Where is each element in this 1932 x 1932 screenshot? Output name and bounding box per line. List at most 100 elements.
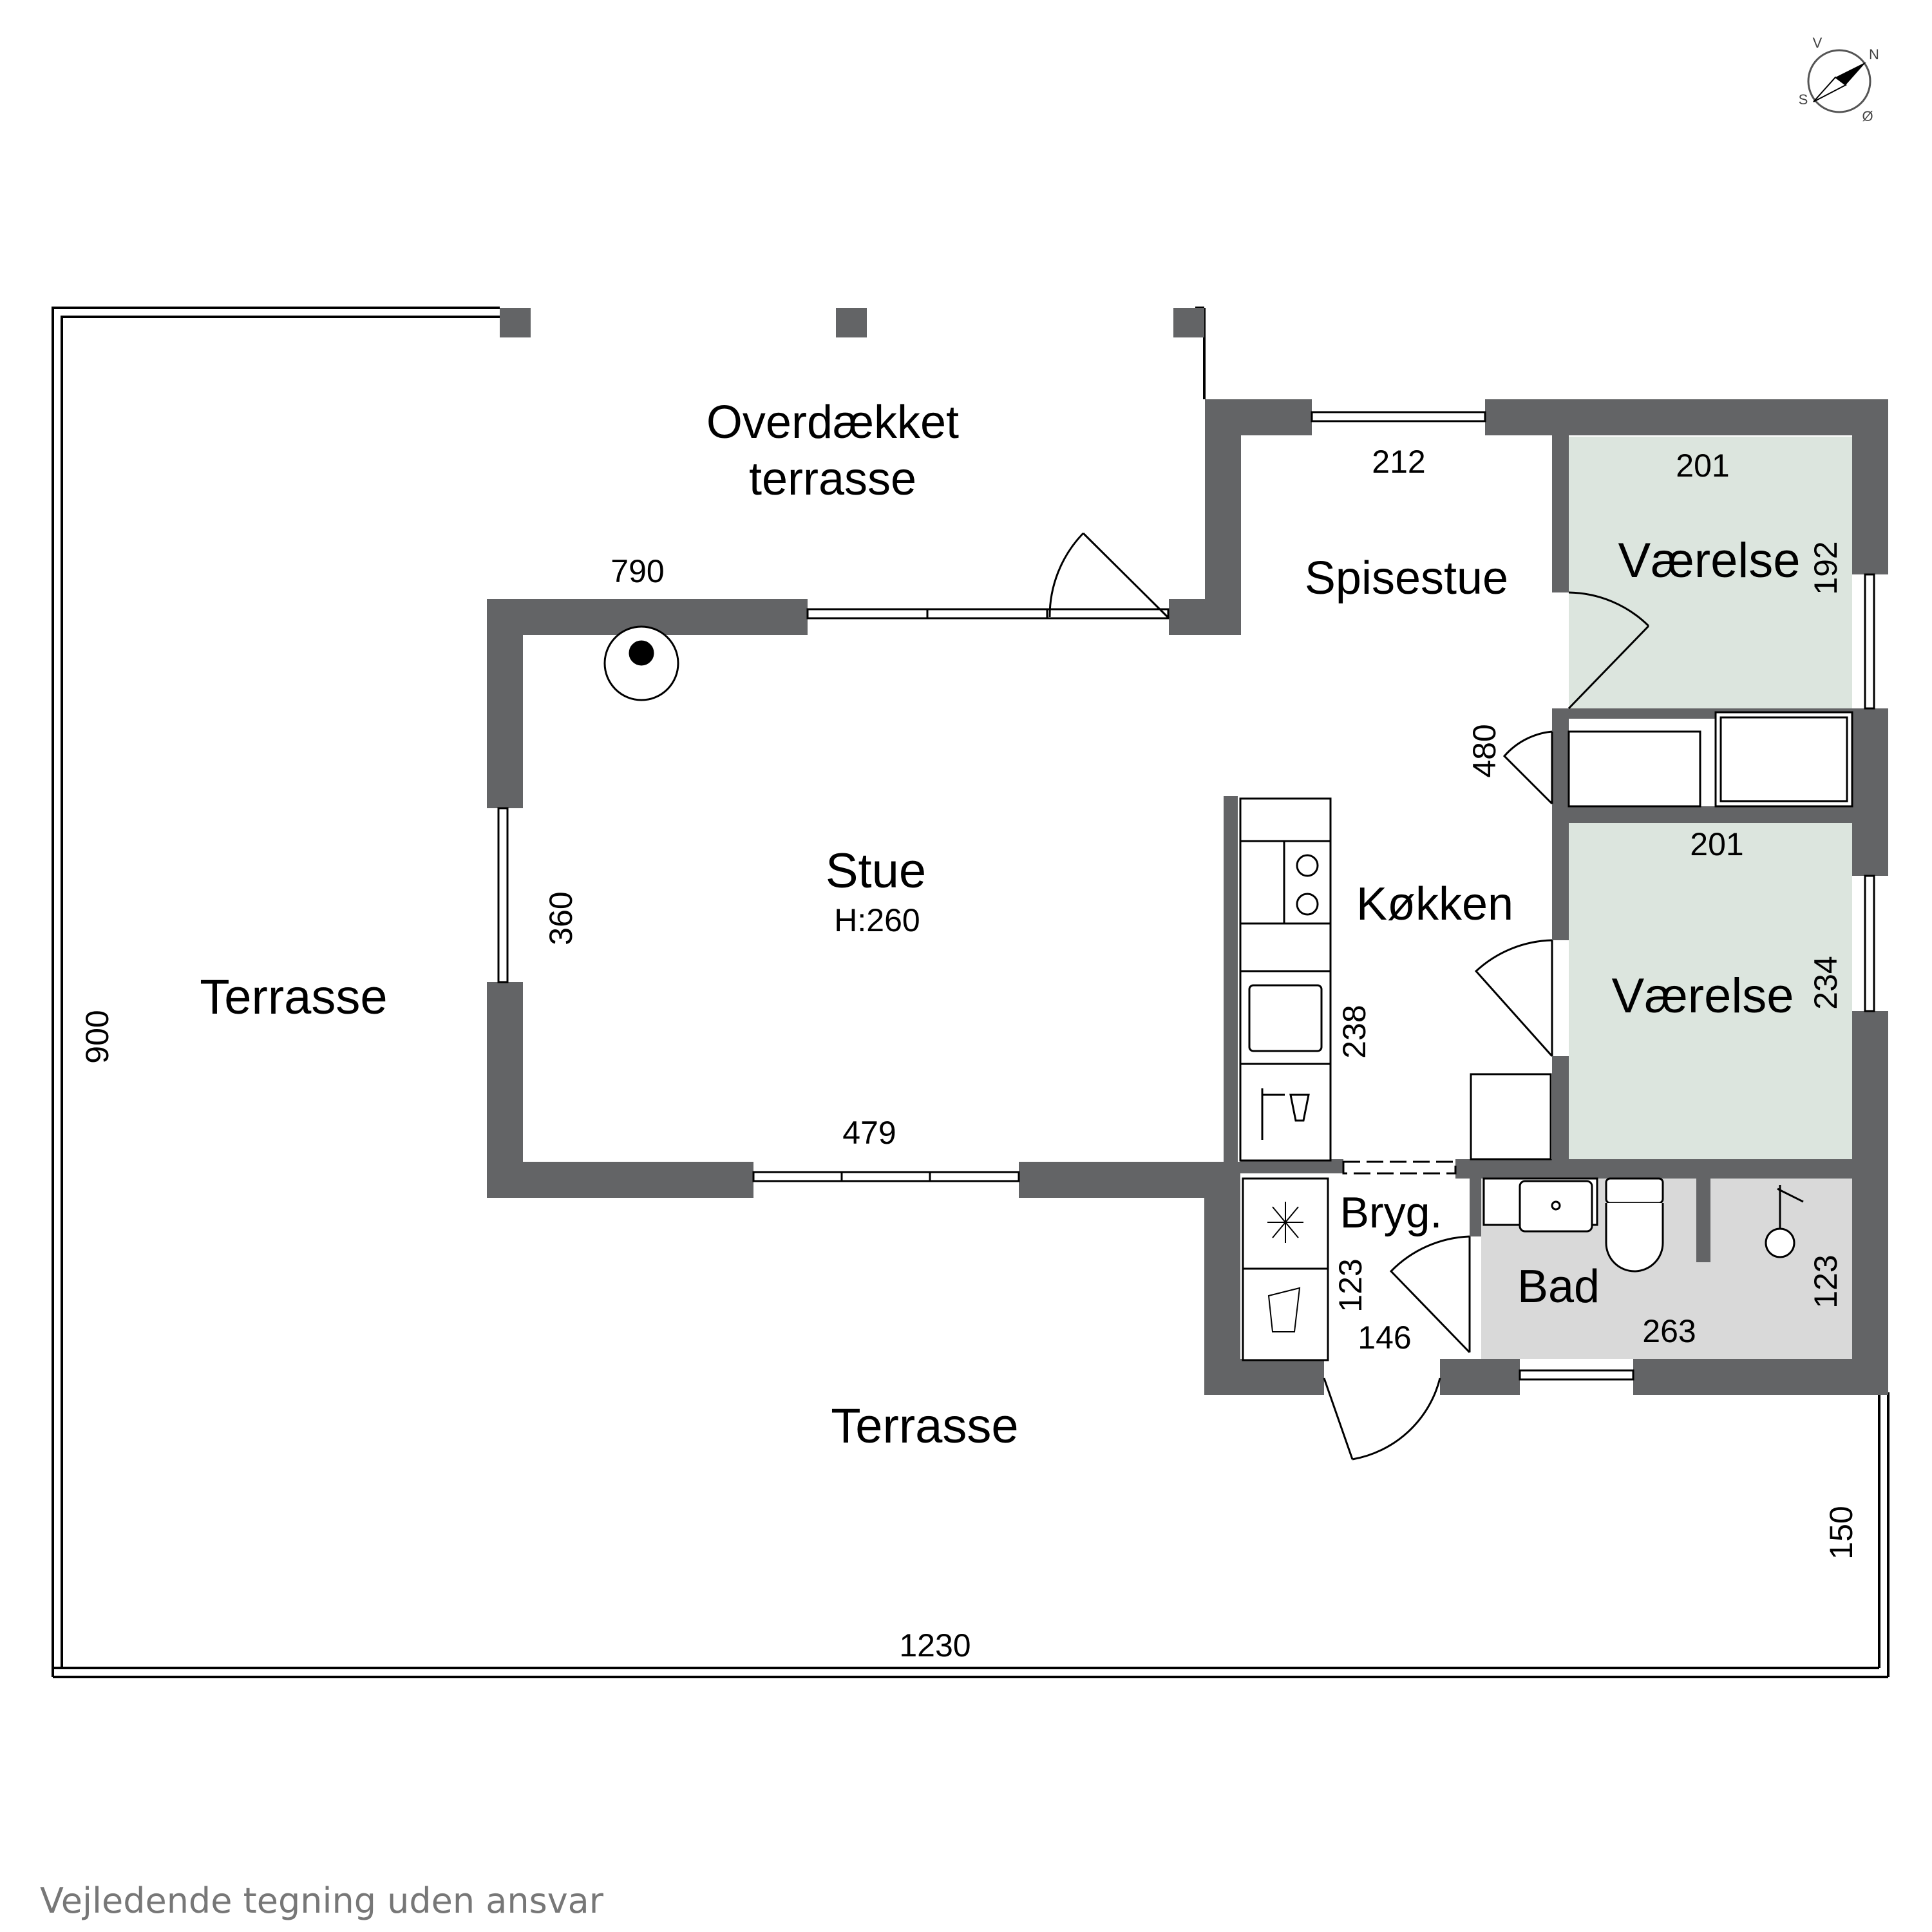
compass-tail-icon bbox=[1813, 76, 1847, 102]
stove-burner bbox=[1296, 893, 1319, 916]
wall-segment bbox=[1552, 1056, 1569, 1172]
label-bath: Bad bbox=[1517, 1261, 1600, 1312]
wood-stove-center bbox=[629, 640, 654, 666]
dim-overall-depth: 900 bbox=[79, 1010, 115, 1063]
label-covered-terrace-2: terrasse bbox=[749, 453, 916, 505]
window-bedroom2-east bbox=[1864, 875, 1875, 1012]
compass-south: S bbox=[1799, 91, 1808, 108]
dim-bath-depth: 123 bbox=[1808, 1255, 1844, 1308]
door-hall-closet bbox=[1502, 730, 1553, 805]
door-utility-exterior bbox=[1323, 1378, 1441, 1461]
label-utility: Bryg. bbox=[1340, 1188, 1443, 1237]
fan-icon bbox=[1267, 1202, 1303, 1243]
wall-segment bbox=[1633, 1359, 1888, 1395]
wall-segment bbox=[1485, 399, 1887, 435]
disclaimer-text: Vejledende tegning uden ansvar bbox=[40, 1880, 603, 1921]
window-bath-south bbox=[1519, 1369, 1634, 1381]
wall-segment bbox=[1455, 1159, 1852, 1179]
dim-bedroom2-depth: 234 bbox=[1808, 956, 1844, 1009]
dim-living-depth: 360 bbox=[543, 891, 579, 945]
door-bedroom-2 bbox=[1474, 939, 1553, 1057]
doors bbox=[1048, 532, 1650, 1461]
window-living-west bbox=[497, 807, 509, 983]
dim-kitchen-length: 238 bbox=[1336, 1005, 1372, 1058]
label-living-height: H:260 bbox=[834, 902, 920, 938]
dim-utility-width: 146 bbox=[1358, 1320, 1411, 1356]
door-covered-terrace bbox=[1048, 532, 1170, 620]
window-dining-north bbox=[1311, 411, 1486, 422]
fridge bbox=[1470, 1073, 1552, 1160]
label-terrace-south: Terrasse bbox=[831, 1399, 1018, 1454]
wall-segment bbox=[1852, 1011, 1888, 1392]
dim-overall-width: 1230 bbox=[899, 1627, 971, 1663]
dim-dining-width: 212 bbox=[1372, 444, 1425, 480]
dim-covered-terrace-width: 790 bbox=[611, 553, 664, 589]
wall-segment bbox=[1440, 1359, 1520, 1395]
kitchen-sink bbox=[1248, 984, 1323, 1052]
dishwasher-icon bbox=[1261, 1088, 1310, 1140]
compass-north: N bbox=[1869, 46, 1879, 62]
window-living-north bbox=[806, 608, 1170, 620]
compass-west: V bbox=[1813, 35, 1823, 51]
dim-bedroom1-width: 201 bbox=[1676, 448, 1729, 484]
label-kitchen: Køkken bbox=[1356, 878, 1513, 930]
window-bedroom1-east bbox=[1864, 573, 1875, 710]
stove-burner bbox=[1296, 854, 1319, 877]
shower-icon bbox=[1765, 1185, 1804, 1258]
window-living-south bbox=[752, 1171, 1020, 1182]
fixtures bbox=[603, 625, 1853, 1361]
wall-segment bbox=[1552, 818, 1569, 940]
room-labels: Overdækket terrasse Spisestue Værelse St… bbox=[200, 397, 1800, 1454]
wall-segment bbox=[1552, 806, 1852, 823]
dim-utility-depth: 123 bbox=[1332, 1258, 1368, 1312]
door-utility-bath bbox=[1389, 1235, 1471, 1354]
wall-segment bbox=[487, 1162, 753, 1198]
label-dining: Spisestue bbox=[1305, 553, 1508, 604]
label-terrace-west: Terrasse bbox=[200, 970, 387, 1025]
wall-segment bbox=[1240, 1159, 1343, 1173]
wall-segment bbox=[1205, 399, 1312, 435]
post bbox=[500, 308, 531, 337]
bedroom-1-fill bbox=[1569, 437, 1852, 714]
wall-segment bbox=[1470, 1179, 1481, 1236]
label-covered-terrace-1: Overdækket bbox=[706, 397, 959, 448]
toilet-bowl bbox=[1605, 1203, 1664, 1273]
washbasin-drain bbox=[1551, 1200, 1561, 1211]
laundry-icon bbox=[1267, 1287, 1301, 1332]
wall-segment bbox=[1852, 708, 1888, 876]
door-bedroom-1 bbox=[1567, 591, 1650, 710]
wall-segment bbox=[1552, 708, 1569, 818]
wall-segment bbox=[1552, 435, 1569, 592]
bedroom-2-fill bbox=[1569, 823, 1852, 1159]
hall-cabinet bbox=[1567, 730, 1701, 808]
sliding-opening-kitchen-utility bbox=[1342, 1160, 1457, 1175]
label-living: Stue bbox=[826, 844, 926, 898]
wall-segment bbox=[1019, 1162, 1238, 1198]
wall-segment bbox=[1852, 399, 1888, 574]
compass-ring bbox=[1807, 49, 1871, 113]
walls bbox=[487, 308, 1888, 1395]
wall-segment bbox=[1204, 1162, 1240, 1395]
wall-segment bbox=[1204, 1359, 1324, 1395]
wardrobe-inner bbox=[1719, 716, 1848, 802]
toilet-tank bbox=[1605, 1177, 1664, 1204]
label-bedroom-2: Værelse bbox=[1612, 969, 1794, 1023]
dim-bedroom1-depth: 192 bbox=[1808, 541, 1844, 594]
windows bbox=[497, 411, 1875, 1381]
wall-segment bbox=[1205, 399, 1241, 635]
compass: N Ø S V bbox=[1799, 35, 1879, 124]
compass-east: Ø bbox=[1862, 108, 1873, 124]
dim-terrace-east-depth: 150 bbox=[1823, 1506, 1859, 1559]
wall-segment bbox=[1696, 1179, 1710, 1262]
post bbox=[1173, 308, 1204, 337]
label-bedroom-1: Værelse bbox=[1618, 533, 1801, 588]
dimension-labels: 790 212 201 192 480 201 234 360 238 479 … bbox=[79, 444, 1859, 1663]
dim-bedroom2-width: 201 bbox=[1690, 826, 1743, 862]
wall-segment bbox=[487, 599, 523, 808]
dim-living-width: 479 bbox=[842, 1115, 896, 1151]
dim-hall-length: 480 bbox=[1466, 724, 1502, 777]
wall-segment bbox=[1224, 796, 1238, 1170]
post bbox=[836, 308, 867, 337]
compass-needle-icon bbox=[1835, 62, 1866, 85]
